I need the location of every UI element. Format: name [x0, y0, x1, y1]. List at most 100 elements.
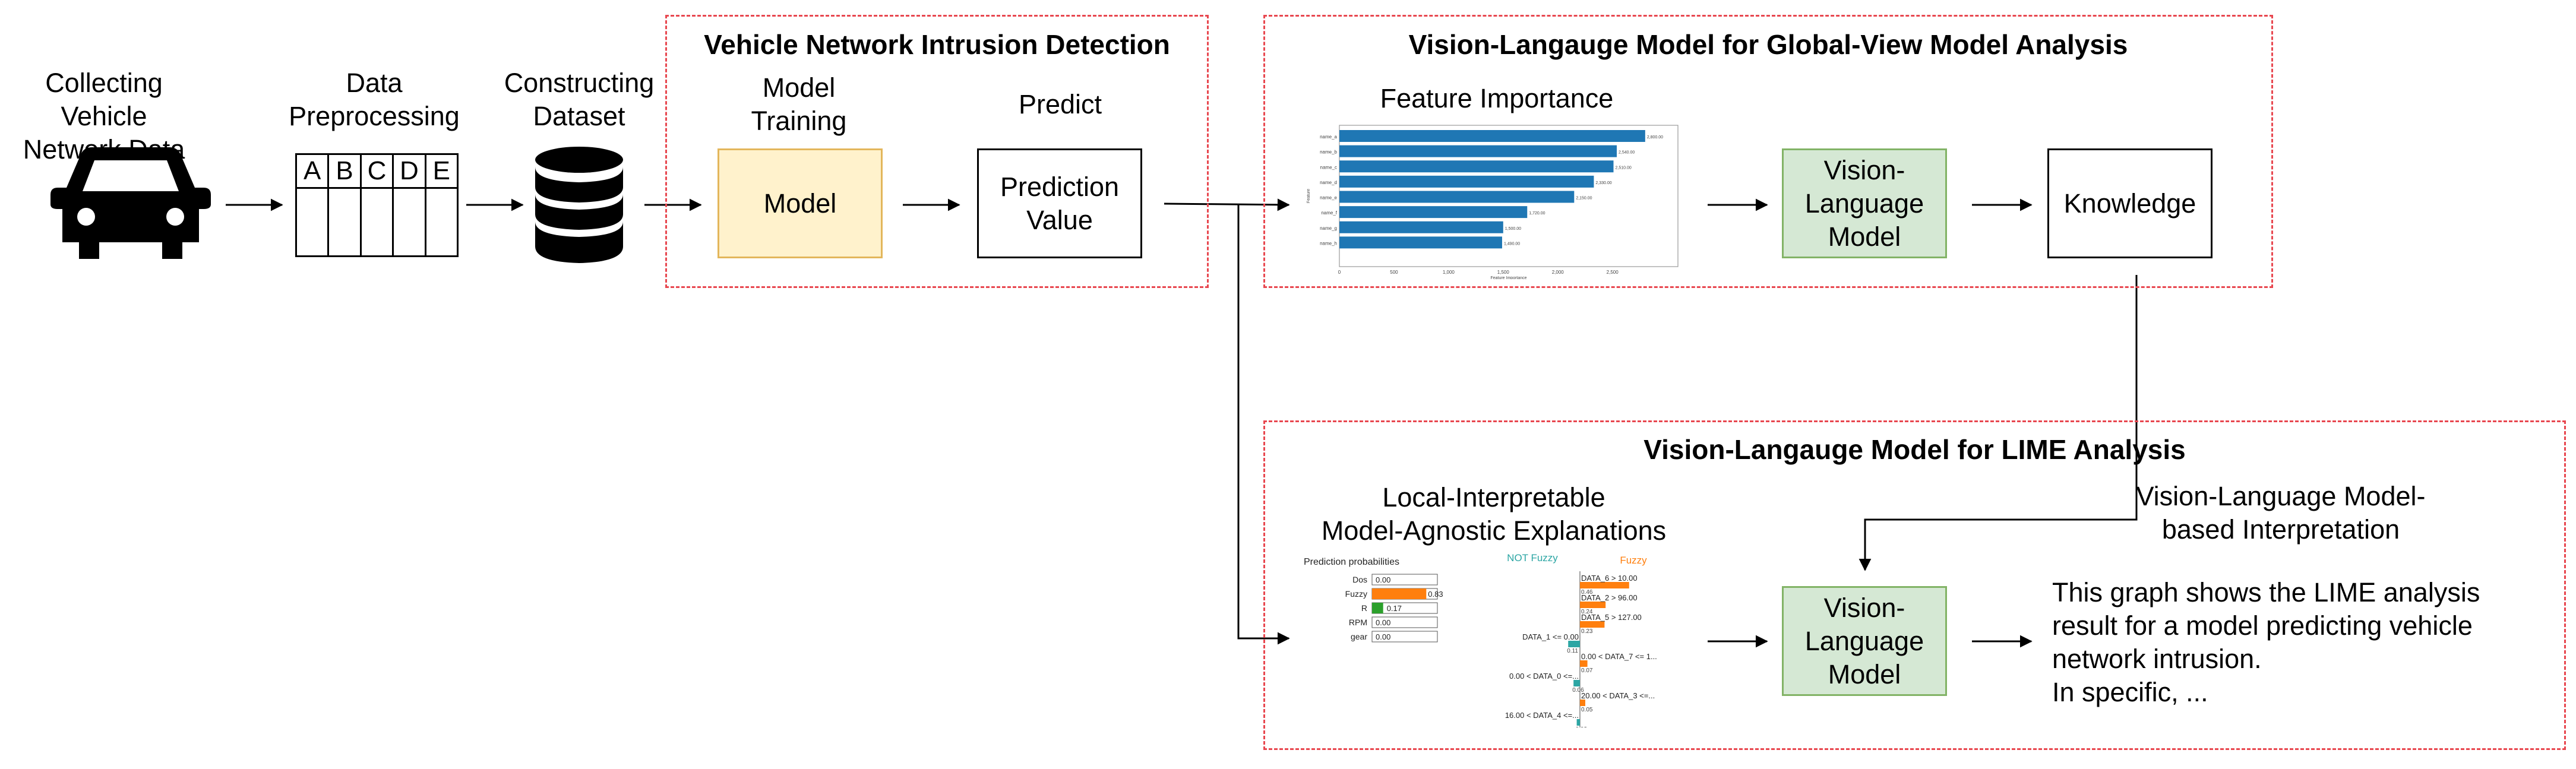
lime-value-label: 0.03 — [1576, 726, 1588, 727]
arrow-prediction-to-feature-importance — [1164, 198, 1290, 211]
lime-value-label: 0.46 — [1581, 589, 1593, 596]
prob-title: Prediction probabilities — [1304, 557, 1399, 567]
fi-value-label: 2,800.00 — [1647, 135, 1663, 140]
prob-bar — [1372, 588, 1427, 599]
fi-x-tick: 500 — [1390, 270, 1398, 275]
prob-value-label: 0.83 — [1428, 590, 1443, 599]
fi-tick-label: name_h — [1320, 240, 1337, 246]
fi-x-tick: 1,500 — [1497, 270, 1510, 275]
fi-value-label: 1,500.00 — [1505, 227, 1521, 231]
prob-class-label: Fuzzy — [1345, 589, 1367, 599]
prob-bar-frame — [1371, 631, 1438, 643]
fi-bar — [1339, 130, 1645, 142]
table-header-cell: C — [362, 155, 394, 187]
prob-bar — [1372, 603, 1383, 613]
prob-bar-frame — [1371, 574, 1438, 586]
prob-class-label: R — [1361, 603, 1367, 613]
lime-bar — [1576, 719, 1580, 726]
lime-feature-label: 0.00 < DATA_0 <=... — [1509, 672, 1579, 681]
fi-value-label: 2,510.00 — [1616, 166, 1632, 170]
fi-value-label: 1,720.00 — [1529, 211, 1545, 216]
fi-x-axis-label: Feature Importance — [1490, 276, 1526, 279]
feature-importance-label: Feature Importance — [1380, 83, 1614, 113]
prob-class-label: Dos — [1352, 575, 1367, 584]
lime-bar — [1580, 700, 1585, 706]
fi-value-label: 2,540.00 — [1619, 151, 1635, 155]
fi-bar — [1339, 206, 1528, 219]
database-icon — [535, 147, 623, 263]
fi-tick-label: name_f — [1321, 210, 1337, 216]
interpretation-label: Vision-Language Model- based Interpretat… — [2136, 481, 2426, 545]
fi-tick-label: name_b — [1320, 150, 1337, 155]
lime-feature-label: 20.00 < DATA_3 <=... — [1581, 691, 1655, 700]
fi-value-label: 2,330.00 — [1595, 181, 1611, 185]
fi-bar — [1339, 221, 1503, 233]
car-icon — [50, 147, 211, 259]
lime-legend-negative: NOT Fuzzy — [1507, 552, 1558, 564]
fi-bar — [1339, 191, 1575, 203]
model-box: Model — [718, 148, 883, 258]
training-label: Model Training — [751, 72, 847, 136]
fi-x-tick: 0 — [1338, 270, 1341, 275]
global-view-title: Vision-Langauge Model for Global-View Mo… — [1408, 29, 2128, 60]
table-header-cell: D — [394, 155, 426, 187]
lime-value-label: 0.11 — [1567, 648, 1578, 654]
data-table-icon: A B C D E — [295, 153, 459, 257]
lime-value-label: 0.23 — [1581, 628, 1593, 635]
fi-bar — [1339, 145, 1617, 157]
lime-feature-label: DATA_1 <= 0.00 — [1522, 632, 1579, 641]
fi-bar — [1339, 236, 1502, 249]
preprocess-label: Data Preprocessing — [289, 68, 460, 131]
fi-x-tick: 2,000 — [1552, 270, 1564, 275]
prob-class-label: RPM — [1349, 618, 1367, 627]
lime-feature-label: DATA_5 > 127.00 — [1581, 613, 1642, 622]
fi-value-label: 2,150.00 — [1576, 197, 1592, 201]
lime-feature-label: 16.00 < DATA_4 <=... — [1505, 711, 1579, 720]
lime-section — [1263, 420, 2566, 750]
global-vlm-box: Vision- Language Model — [1782, 148, 1947, 258]
lime-legend-positive: Fuzzy — [1620, 555, 1647, 566]
fi-tick-label: name_d — [1320, 180, 1337, 185]
prob-bar-frame — [1371, 616, 1438, 628]
knowledge-box: Knowledge — [2047, 148, 2212, 258]
lime-bar — [1568, 641, 1580, 647]
arrow-knowledge-to-lime-vlm — [1858, 275, 2138, 571]
lime-value-label: 0.07 — [1581, 667, 1593, 674]
fi-x-tick: 1,000 — [1443, 270, 1455, 275]
fi-value-label: 1,490.00 — [1504, 242, 1520, 246]
dataset-label: Constructing Dataset — [504, 68, 655, 131]
table-header-cell: A — [297, 155, 330, 187]
fi-tick-label: name_a — [1320, 134, 1337, 140]
fi-bar — [1339, 160, 1614, 173]
intrusion-section — [665, 15, 1209, 288]
fi-y-axis-label: Feature — [1307, 189, 1311, 203]
lime-title: Vision-Langauge Model for LIME Analysis — [1643, 434, 2186, 465]
lime-bar — [1580, 621, 1605, 628]
arrow-prediction-to-lime — [1237, 205, 1290, 645]
fi-bar — [1339, 175, 1594, 188]
lime-value-label: 0.24 — [1581, 609, 1593, 615]
prediction-box: Prediction Value — [977, 148, 1142, 258]
lime-value-label: 0.05 — [1581, 707, 1593, 713]
global-view-section — [1263, 15, 2273, 288]
lime-value-label: 0.06 — [1572, 687, 1584, 694]
prob-class-label: gear — [1351, 632, 1367, 641]
prob-value-label: 0.00 — [1376, 632, 1390, 641]
predict-label: Predict — [1018, 89, 1102, 119]
feature-importance-chart: name_a 2,800.00 name_b 2,540.00 name_c 2,510.… — [1307, 125, 1679, 279]
lime-feature-label: DATA_6 > 10.00 — [1581, 574, 1638, 583]
intrusion-title: Vehicle Network Intrusion Detection — [704, 29, 1170, 60]
prob-value-label: 0.00 — [1376, 618, 1390, 627]
interpretation-text: This graph shows the LIME analysis resul… — [2052, 577, 2480, 707]
prob-value-label: 0.00 — [1376, 575, 1390, 584]
lime-bar — [1580, 582, 1629, 588]
lime-bar — [1580, 602, 1606, 608]
lime-vlm-box: Vision- Language Model — [1782, 586, 1947, 696]
lime-bar — [1573, 680, 1580, 686]
lime-bar — [1580, 660, 1588, 667]
fi-tick-label: name_c — [1320, 164, 1337, 170]
lime-feature-label: 0.00 < DATA_7 <= 1... — [1581, 652, 1657, 661]
